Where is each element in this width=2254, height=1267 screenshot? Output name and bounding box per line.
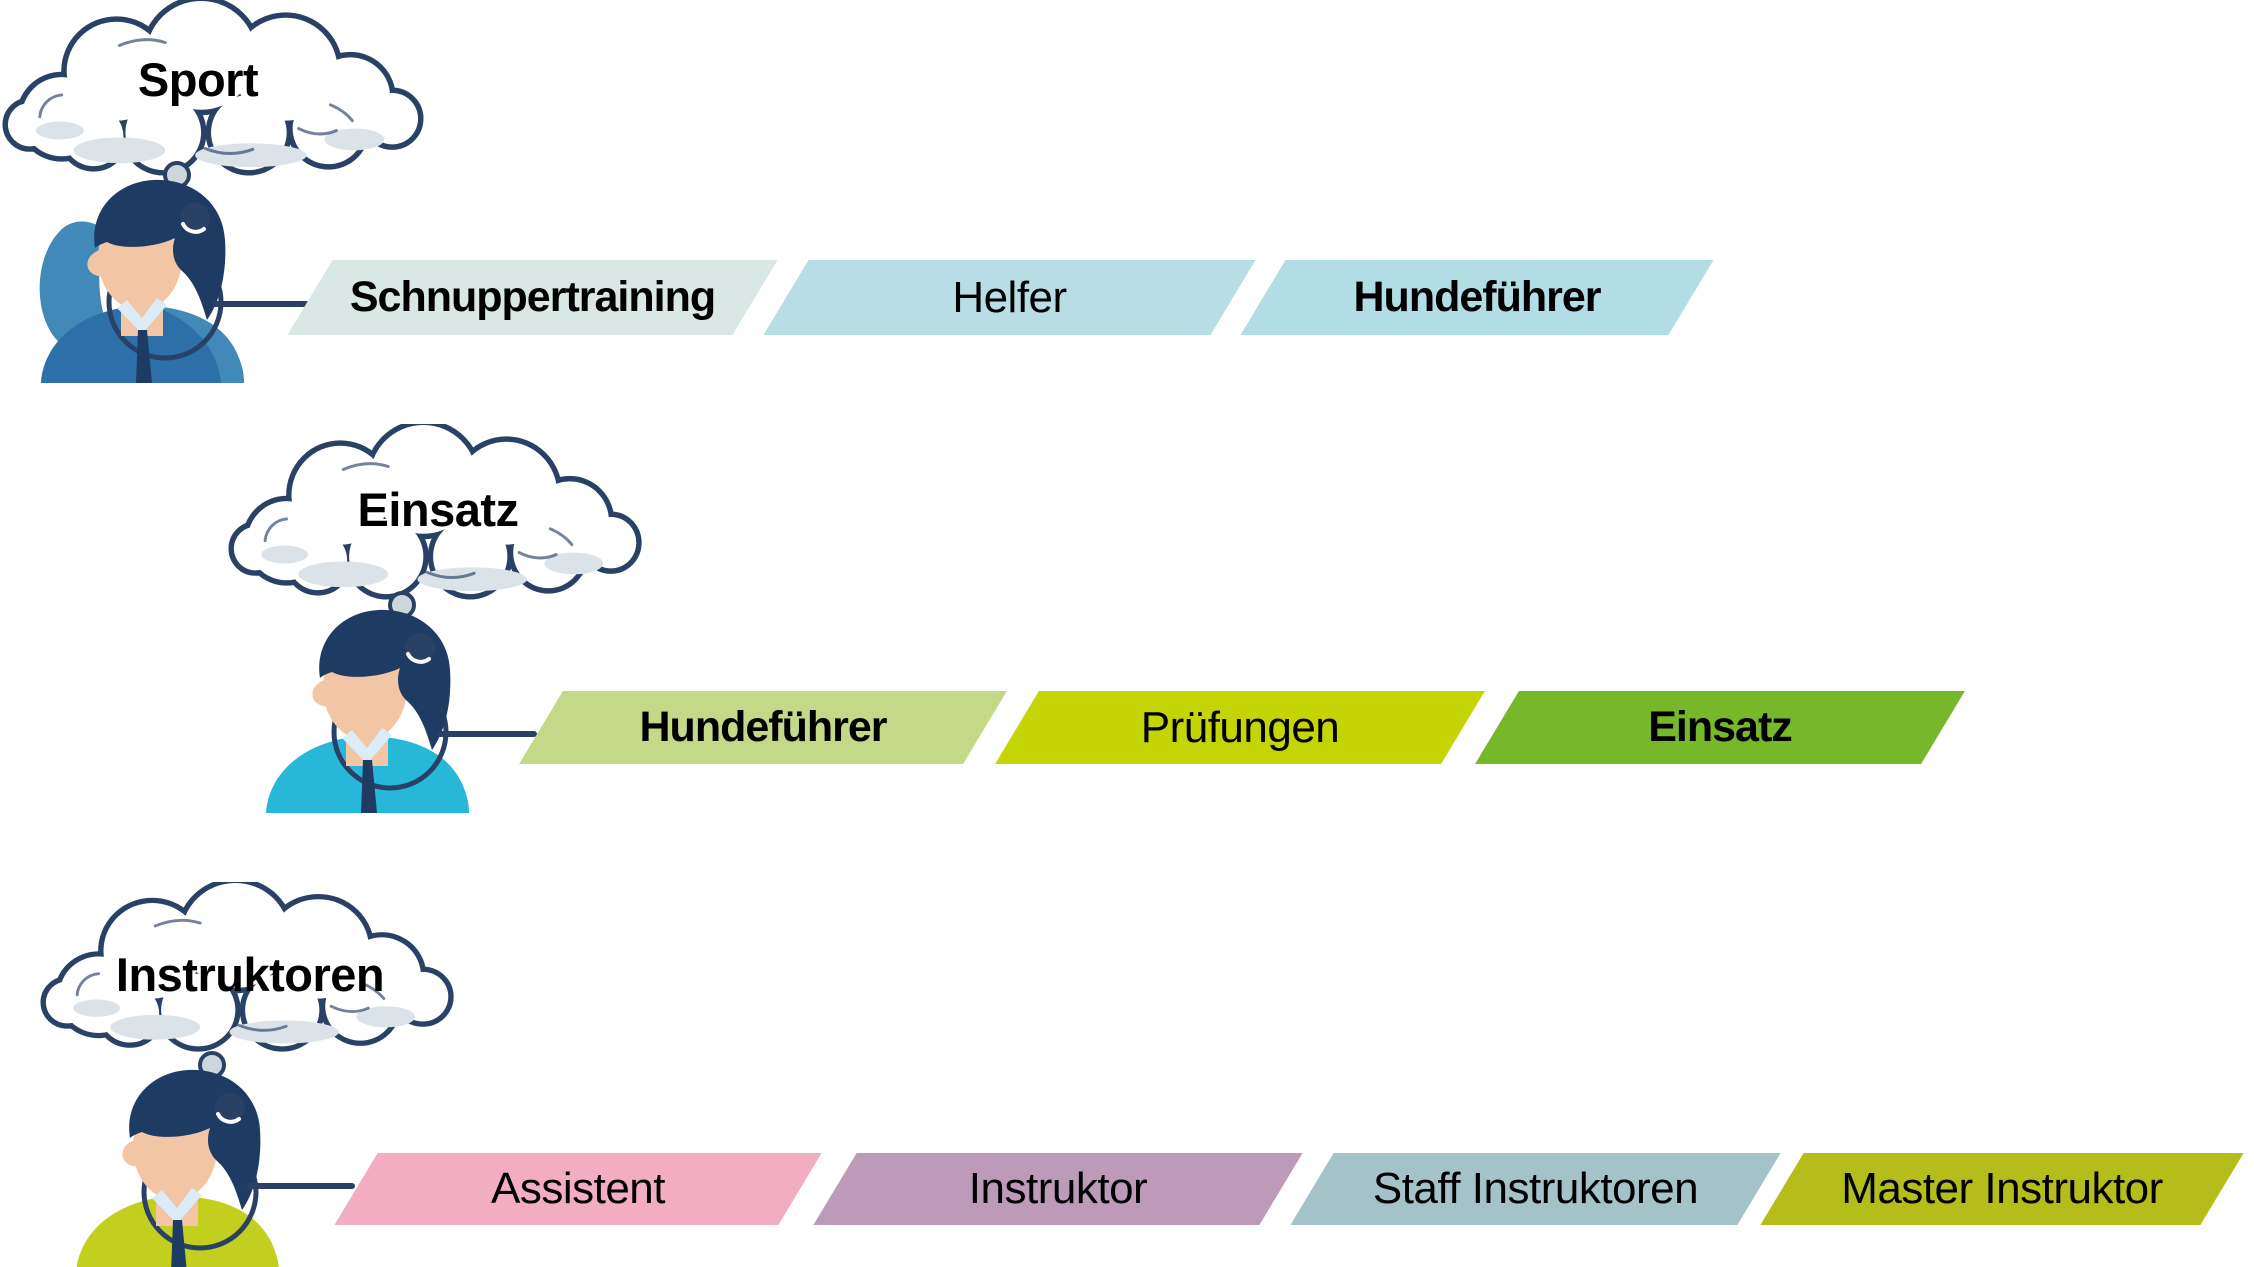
banner-label: Hundeführer — [1353, 273, 1602, 321]
thought-cloud-einsatz: Einsatz — [228, 424, 648, 602]
banner-label: Helfer — [952, 272, 1067, 322]
connector-line — [212, 301, 310, 307]
banner-assistent: Assistent — [356, 1153, 800, 1225]
connector-line — [247, 1183, 355, 1189]
banner-hundefuehrer-einsatz: Hundeführer — [541, 691, 985, 764]
person-avatar-instruktoren — [60, 1048, 300, 1267]
banner-label: Einsatz — [1648, 703, 1793, 751]
banner-hundefuehrer-sport: Hundeführer — [1263, 260, 1691, 335]
banner-label: Instruktor — [968, 1164, 1148, 1213]
person-avatar-einsatz — [250, 588, 490, 813]
cloud-icon — [2, 0, 430, 178]
banner-pruefungen: Prüfungen — [1017, 691, 1463, 764]
person-avatar-sport — [25, 158, 265, 383]
thought-cloud-instruktoren: Instruktoren — [40, 882, 460, 1054]
cloud-icon — [40, 882, 460, 1054]
banner-label: Staff Instruktoren — [1372, 1164, 1699, 1213]
person-icon — [60, 1048, 300, 1267]
banner-label: Hundeführer — [639, 703, 888, 751]
thought-cloud-sport: Sport — [2, 0, 430, 178]
banner-label: Assistent — [490, 1164, 666, 1213]
banner-label: Prüfungen — [1140, 702, 1340, 752]
connector-line — [437, 731, 537, 737]
banner-label: Schnuppertraining — [349, 273, 716, 321]
banner-master-instruktor: Master Instruktor — [1782, 1153, 2222, 1225]
banner-helfer: Helfer — [786, 260, 1233, 335]
banner-schnuppertraining: Schnuppertraining — [310, 260, 755, 335]
person-icon — [25, 158, 265, 383]
banner-staff-instruktoren: Staff Instruktoren — [1312, 1153, 1759, 1225]
person-icon — [250, 588, 490, 813]
cloud-icon — [228, 424, 648, 602]
banner-label: Master Instruktor — [1841, 1164, 2163, 1213]
banner-instruktor: Instruktor — [835, 1153, 1281, 1225]
banner-einsatz: Einsatz — [1497, 691, 1943, 764]
